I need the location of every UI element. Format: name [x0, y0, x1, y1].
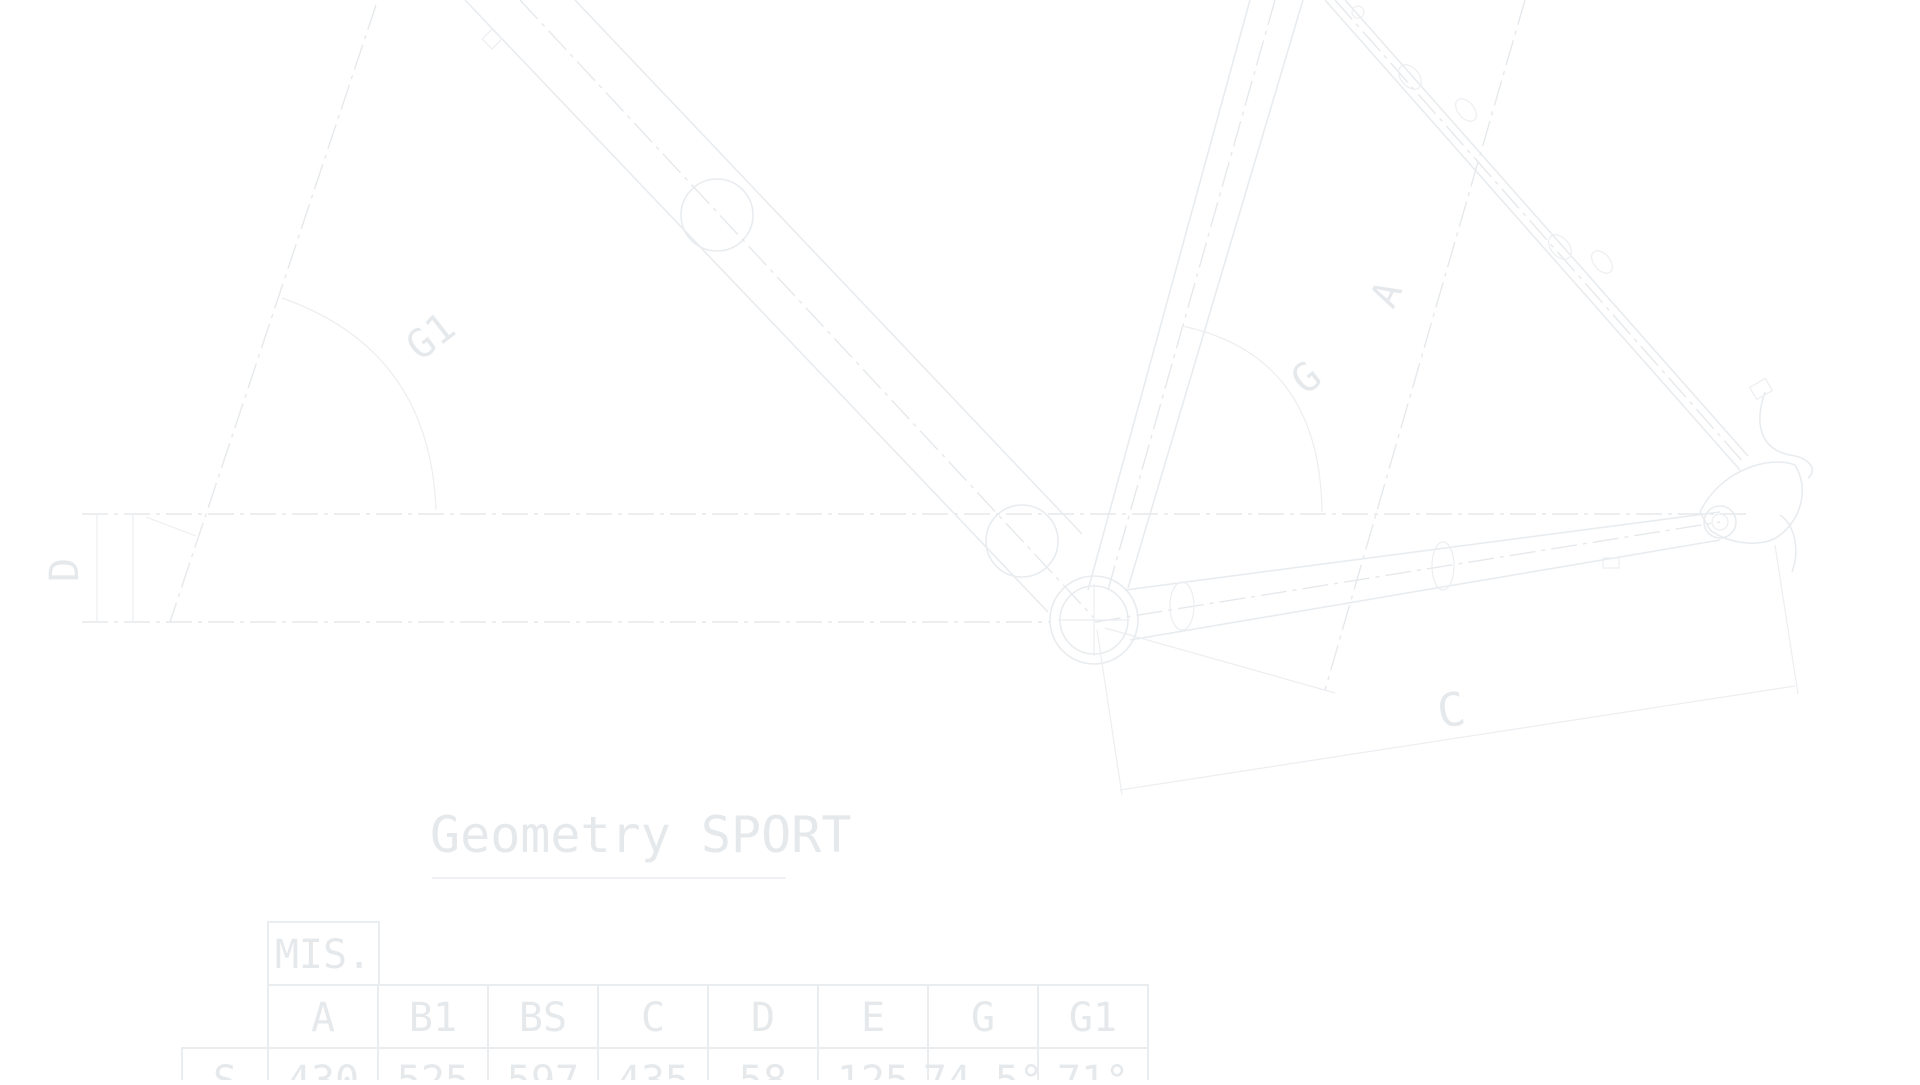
seat-tube-centerline	[1107, 0, 1276, 591]
table-header-bs: BS	[519, 995, 567, 1041]
rear-dropout	[1699, 377, 1814, 573]
chain-stays	[1094, 511, 1721, 641]
label-c: C	[1433, 681, 1469, 739]
table-value-c: 435	[617, 1058, 689, 1080]
dropout-hanger	[1759, 391, 1814, 479]
table-header-g1: G1	[1069, 995, 1117, 1041]
table-header-b1: B1	[409, 995, 457, 1041]
chain-stay-dimension	[1096, 544, 1799, 796]
dimension-d-leader	[145, 516, 197, 537]
table-value-g1: 71°	[1057, 1058, 1129, 1080]
chain-stay-bridge	[1602, 557, 1620, 569]
chain-stay-edge-lower	[1129, 539, 1721, 641]
rear-axle-outer	[1703, 505, 1737, 539]
seat-stay-centerline	[1334, 0, 1745, 464]
label-g1: G1	[398, 304, 464, 370]
table-size-label: S	[213, 1058, 237, 1080]
table-value-b1: 525	[397, 1058, 469, 1080]
chain-stay-centerline	[1094, 521, 1721, 623]
down-tube-edge-upper	[464, 0, 1049, 613]
dropout-tail	[1779, 514, 1797, 573]
bottom-bracket	[1049, 575, 1139, 665]
angle-g-arc	[1181, 325, 1323, 513]
down-tube-marker	[481, 28, 503, 50]
seat-angle-line	[1324, 0, 1526, 691]
table-value-g: 74,5°	[923, 1058, 1043, 1080]
table-group-header: MIS.	[275, 932, 371, 978]
label-g: G	[1283, 353, 1330, 404]
hanger-bolt	[1748, 377, 1774, 401]
seat-stay-section-4	[1591, 250, 1613, 274]
down-tube-section-lower	[985, 504, 1059, 578]
table-value-d: 58	[739, 1058, 787, 1080]
seat-tube	[1087, 0, 1323, 591]
dimension-c-tick-rear	[1774, 544, 1799, 695]
down-tube-centerline	[519, 0, 1095, 619]
rear-axle-inner	[1711, 513, 1729, 531]
seat-stay-edge-outer	[1324, 0, 1741, 471]
seat-stay-section-2	[1455, 98, 1477, 122]
dropout-plate	[1699, 461, 1803, 545]
table-value-bs: 597	[507, 1058, 579, 1080]
seat-stays	[1324, 0, 1749, 471]
drawing-title: Geometry SPORT	[430, 806, 851, 864]
table-value-a: 430	[287, 1058, 359, 1080]
geometry-table: MIS. A B1 BS C D E G G1S 430 525 597 435 58 125 74,5° 7…	[181, 921, 1149, 1085]
seat-tube-edge-left	[1087, 0, 1251, 591]
table-header-e: E	[861, 995, 885, 1041]
dimension-labels: D G1 G A C	[42, 274, 1469, 739]
table-header-g: G	[971, 995, 995, 1041]
dimension-c-tick-front	[1096, 629, 1123, 796]
seat-stay-edge-inner	[1344, 0, 1749, 457]
head-angle-construction	[169, 4, 437, 623]
label-a: A	[1362, 274, 1412, 314]
seat-tube-edge-right	[1127, 0, 1304, 589]
reference-lines	[82, 513, 1750, 623]
down-tube-section-upper	[680, 178, 754, 252]
dimension-c-line	[1119, 685, 1796, 791]
seat-stay-section-1	[1398, 64, 1422, 90]
chain-stay-section-rear	[1431, 541, 1455, 591]
dimension-a-leader	[1104, 627, 1336, 694]
down-tube	[464, 0, 1095, 619]
drawing-title-block: Geometry SPORT	[430, 806, 851, 879]
angle-g1-arc	[281, 297, 437, 511]
down-tube-edge-lower	[574, 0, 1083, 535]
label-d: D	[42, 558, 88, 582]
head-angle-line	[169, 4, 377, 623]
chain-stay-edge-upper	[1124, 511, 1721, 591]
table-header-d: D	[751, 995, 775, 1041]
table-header-a: A	[311, 995, 335, 1041]
chain-stay-section-front	[1169, 581, 1195, 631]
seat-angle-construction	[1104, 0, 1526, 694]
table-value-e: 125	[837, 1058, 909, 1080]
seat-stay-bolt	[1351, 5, 1365, 19]
bottom-bracket-outer	[1049, 575, 1139, 665]
table-header-c: C	[641, 995, 665, 1041]
seat-stay-section-3	[1548, 234, 1572, 260]
